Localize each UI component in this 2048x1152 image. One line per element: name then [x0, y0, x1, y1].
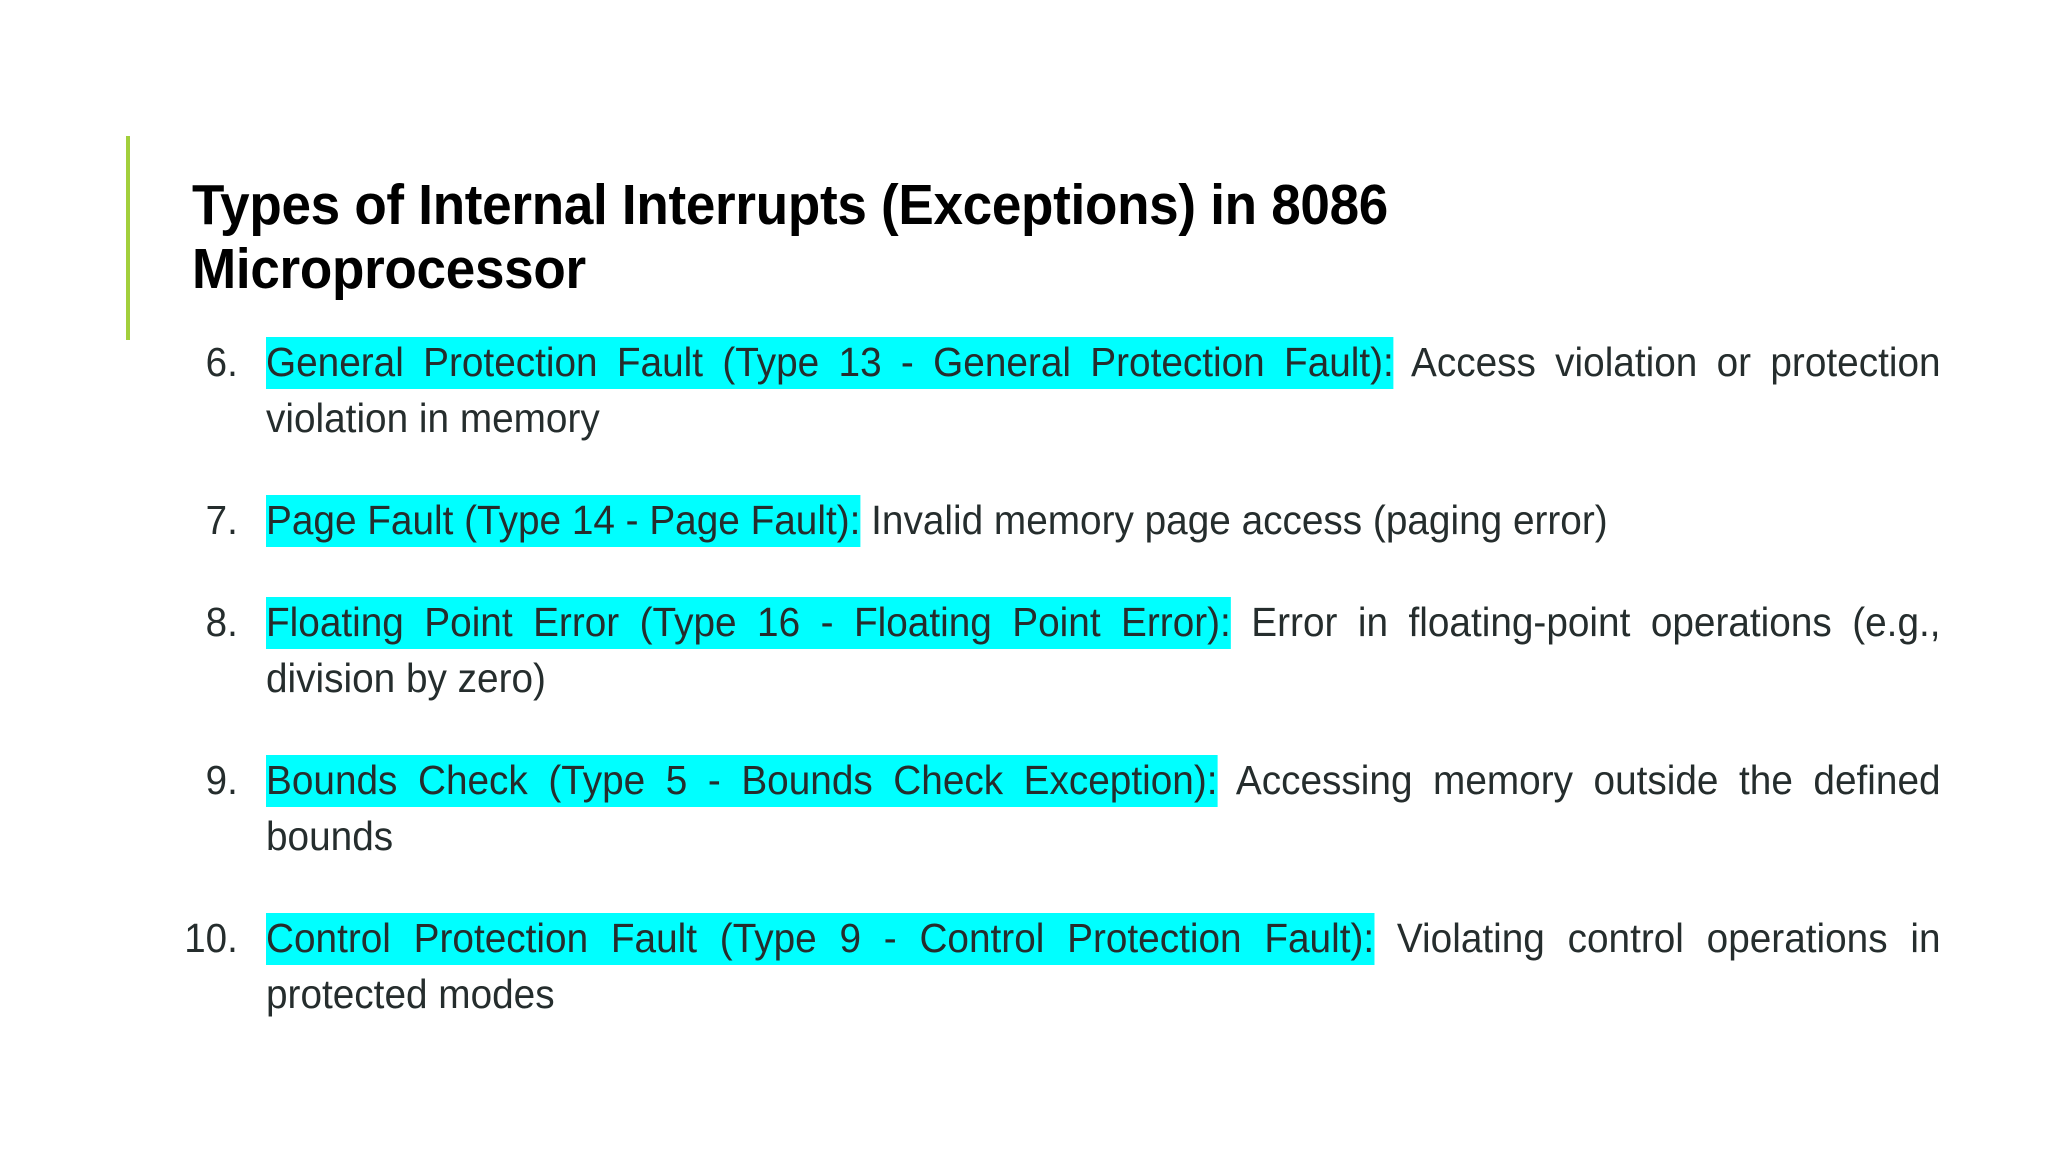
list-item-number: 7.: [205, 497, 238, 543]
list-item: 9. Bounds Check (Type 5 - Bounds Check Ex…: [166, 752, 2038, 864]
list-item: 7. Page Fault (Type 14 - Page Fault): Inv…: [166, 492, 2038, 548]
list-item-number: 8.: [205, 599, 238, 645]
highlighted-term: Page Fault (Type 14 - Page Fault):: [266, 495, 861, 547]
list-item-description: Violating control operations in protecte…: [266, 915, 1941, 1017]
list-item-description: Error in floating-point operations (e.g.…: [266, 599, 1941, 701]
highlighted-term: Control Protection Fault (Type 9 - Contr…: [266, 913, 1375, 965]
highlighted-term: Bounds Check (Type 5 - Bounds Check Exce…: [266, 755, 1218, 807]
page-title: Types of Internal Interrupts (Exceptions…: [192, 173, 1389, 302]
list-item-number: 9.: [205, 757, 238, 803]
list-item-body: Page Fault (Type 14 - Page Fault): Inval…: [266, 492, 1941, 548]
list-item-number: 10.: [184, 915, 238, 961]
list-item-description: Invalid memory page access (paging error…: [860, 497, 1608, 543]
exception-list: 6. General Protection Fault (Type 13 - Ge…: [126, 334, 2038, 1022]
list-item-body: Control Protection Fault (Type 9 - Contr…: [266, 910, 1941, 1022]
list-item-body: Floating Point Error (Type 16 - Floating…: [266, 594, 1941, 706]
list-item: 8. Floating Point Error (Type 16 - Floati…: [166, 594, 2038, 706]
list-item: 10. Control Protection Fault (Type 9 - Co…: [166, 910, 2038, 1022]
list-item-body: General Protection Fault (Type 13 - Gene…: [266, 334, 1941, 446]
highlighted-term: Floating Point Error (Type 16 - Floating…: [266, 597, 1231, 649]
title-block: Types of Internal Interrupts (Exceptions…: [126, 136, 1786, 341]
list-item-number: 6.: [205, 339, 238, 385]
list-item-body: Bounds Check (Type 5 - Bounds Check Exce…: [266, 752, 1941, 864]
accent-bar: [126, 136, 130, 341]
list-item: 6. General Protection Fault (Type 13 - Ge…: [166, 334, 2038, 446]
list-item-description: Accessing memory outside the defined bou…: [266, 757, 1941, 859]
highlighted-term: General Protection Fault (Type 13 - Gene…: [266, 337, 1394, 389]
list-item-description: Access violation or protection violation…: [266, 339, 1941, 441]
